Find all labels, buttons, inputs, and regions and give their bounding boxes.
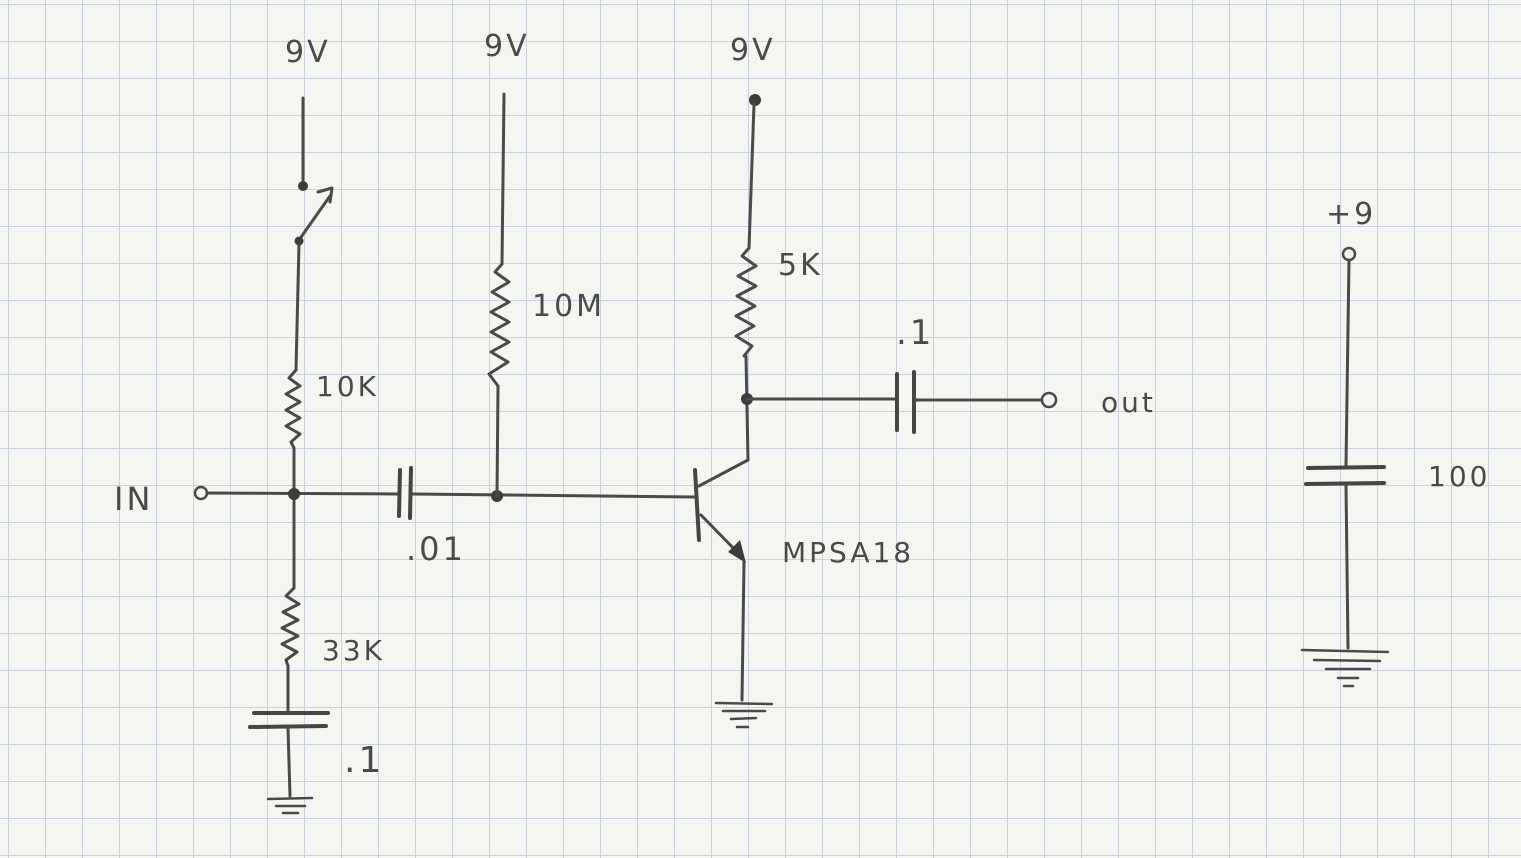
filter-supply-label: +9 (1326, 197, 1376, 232)
ground-icon (714, 701, 774, 729)
input-line (193, 466, 696, 520)
wire-cap-to-ground (286, 726, 292, 798)
input-label: IN (114, 480, 153, 518)
resistor-5k-label: 5K (778, 248, 823, 283)
input-wire (205, 491, 400, 496)
supply-label-3: 9V (730, 33, 776, 68)
supply-wire-3 (747, 102, 756, 250)
capacitor-ground-label: .1 (344, 740, 384, 781)
wire-emitter-to-ground (740, 560, 746, 702)
resistor-33k-label: 33K (322, 634, 385, 667)
capacitor-001-label: .01 (406, 530, 466, 568)
capacitor-100-icon (1304, 465, 1386, 486)
resistor-33k-icon (280, 586, 301, 668)
ground-icon (1300, 648, 1390, 688)
capacitor-ground-icon (248, 711, 330, 729)
switch-icon (294, 186, 334, 246)
junction-node-input (288, 488, 300, 500)
supply-label-2: 9V (484, 29, 530, 64)
transistor-npn-icon (693, 458, 774, 729)
filter-branch (1300, 246, 1390, 688)
filter-wire-top (1344, 258, 1351, 468)
capacitor-output-label: .1 (896, 313, 934, 353)
transistor-base-bar (693, 468, 701, 542)
capacitor-output-icon (895, 370, 916, 434)
filter-supply-terminal[interactable] (1341, 246, 1357, 262)
resistor-10k-icon (284, 368, 302, 450)
bias-branch (487, 92, 511, 498)
collector-branch (734, 94, 1058, 462)
capacitor-001-icon (397, 466, 413, 520)
transistor-label: MPSA18 (782, 536, 914, 569)
resistor-5k-icon (734, 246, 758, 358)
filter-wire-bottom (1344, 483, 1350, 650)
supply-wire-2 (500, 92, 506, 266)
base-wire (410, 492, 696, 499)
resistor-10k-label: 10K (316, 370, 379, 403)
wire-to-10k (294, 242, 301, 372)
supply-node-3 (749, 94, 761, 106)
output-label: out (1101, 386, 1156, 419)
transistor-collector-lead (697, 458, 750, 488)
output-terminal[interactable] (1040, 391, 1058, 409)
supply-label-1: 9V (285, 35, 331, 70)
wire-10m-to-base (495, 384, 500, 498)
emitter-arrow-icon (728, 540, 746, 563)
wire-5k-to-collector (744, 354, 750, 462)
resistor-10m-label: 10M (532, 289, 605, 324)
switch-contact-top (298, 181, 308, 191)
input-terminal[interactable] (193, 485, 209, 501)
ground-icon (266, 796, 314, 815)
filter-cap-label: 100 (1428, 460, 1490, 493)
left-bias-branch (248, 96, 334, 815)
resistor-10m-icon (487, 262, 511, 388)
